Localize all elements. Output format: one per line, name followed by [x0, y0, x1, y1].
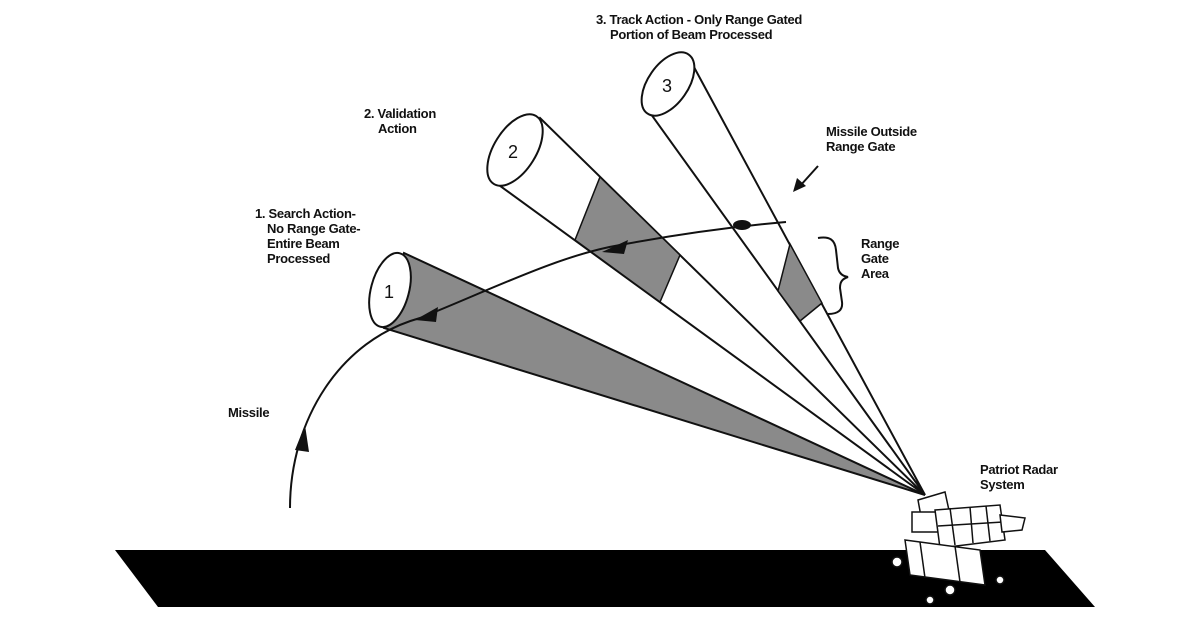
- range-gate-band-2: [574, 175, 681, 304]
- range-gate-line2: Gate: [861, 251, 889, 266]
- trajectory-arrow-3: [602, 240, 628, 254]
- ground-strip: [115, 550, 1095, 607]
- beam-3-track: 3: [640, 51, 926, 496]
- patriot-radar-vehicle: [891, 491, 1026, 605]
- track-action-label: 3. Track Action - Only Range Gated Porti…: [596, 12, 802, 42]
- missile-outside-label: Missile Outside Range Gate: [826, 124, 917, 154]
- patriot-radar-label: Patriot Radar System: [980, 462, 1058, 492]
- trajectory-arrow-2: [415, 307, 438, 322]
- beam-1-search: 1: [368, 251, 926, 496]
- track-label-line2: Portion of Beam Processed: [610, 27, 773, 42]
- beam-number-2: 2: [508, 142, 518, 162]
- range-gate-band-3: [777, 241, 823, 323]
- radar-label-line2: System: [980, 477, 1025, 492]
- validation-action-label: 2. Validation Action: [364, 106, 436, 136]
- search-label-line4: Processed: [267, 251, 331, 266]
- beam-number-1: 1: [384, 282, 394, 302]
- range-gate-line3: Area: [861, 266, 889, 281]
- trajectory-arrow-1: [295, 425, 309, 452]
- search-label-line1: 1. Search Action-: [255, 206, 356, 221]
- beam-number-3: 3: [662, 76, 672, 96]
- search-label-line3: Entire Beam: [267, 236, 340, 251]
- range-gate-line1: Range: [861, 236, 900, 251]
- search-action-label: 1. Search Action- No Range Gate- Entire …: [255, 206, 361, 266]
- missile-trajectory: [289, 221, 787, 509]
- missile-outside-line2: Range Gate: [826, 139, 896, 154]
- missile-outside-arrow: [793, 165, 819, 192]
- track-label-line1: 3. Track Action - Only Range Gated: [596, 12, 803, 27]
- missile-outside-line1: Missile Outside: [826, 124, 917, 139]
- radar-label-line1: Patriot Radar: [980, 462, 1058, 477]
- range-gate-brace: [817, 236, 849, 315]
- validation-label-line1: 2. Validation: [364, 106, 436, 121]
- search-label-line2: No Range Gate-: [267, 221, 361, 236]
- missile-label: Missile: [228, 405, 270, 420]
- range-gate-label: Range Gate Area: [861, 236, 900, 281]
- beam-2-validation: 2: [486, 113, 926, 496]
- missile-position-marker: [733, 220, 751, 230]
- validation-label-line2: Action: [378, 121, 417, 136]
